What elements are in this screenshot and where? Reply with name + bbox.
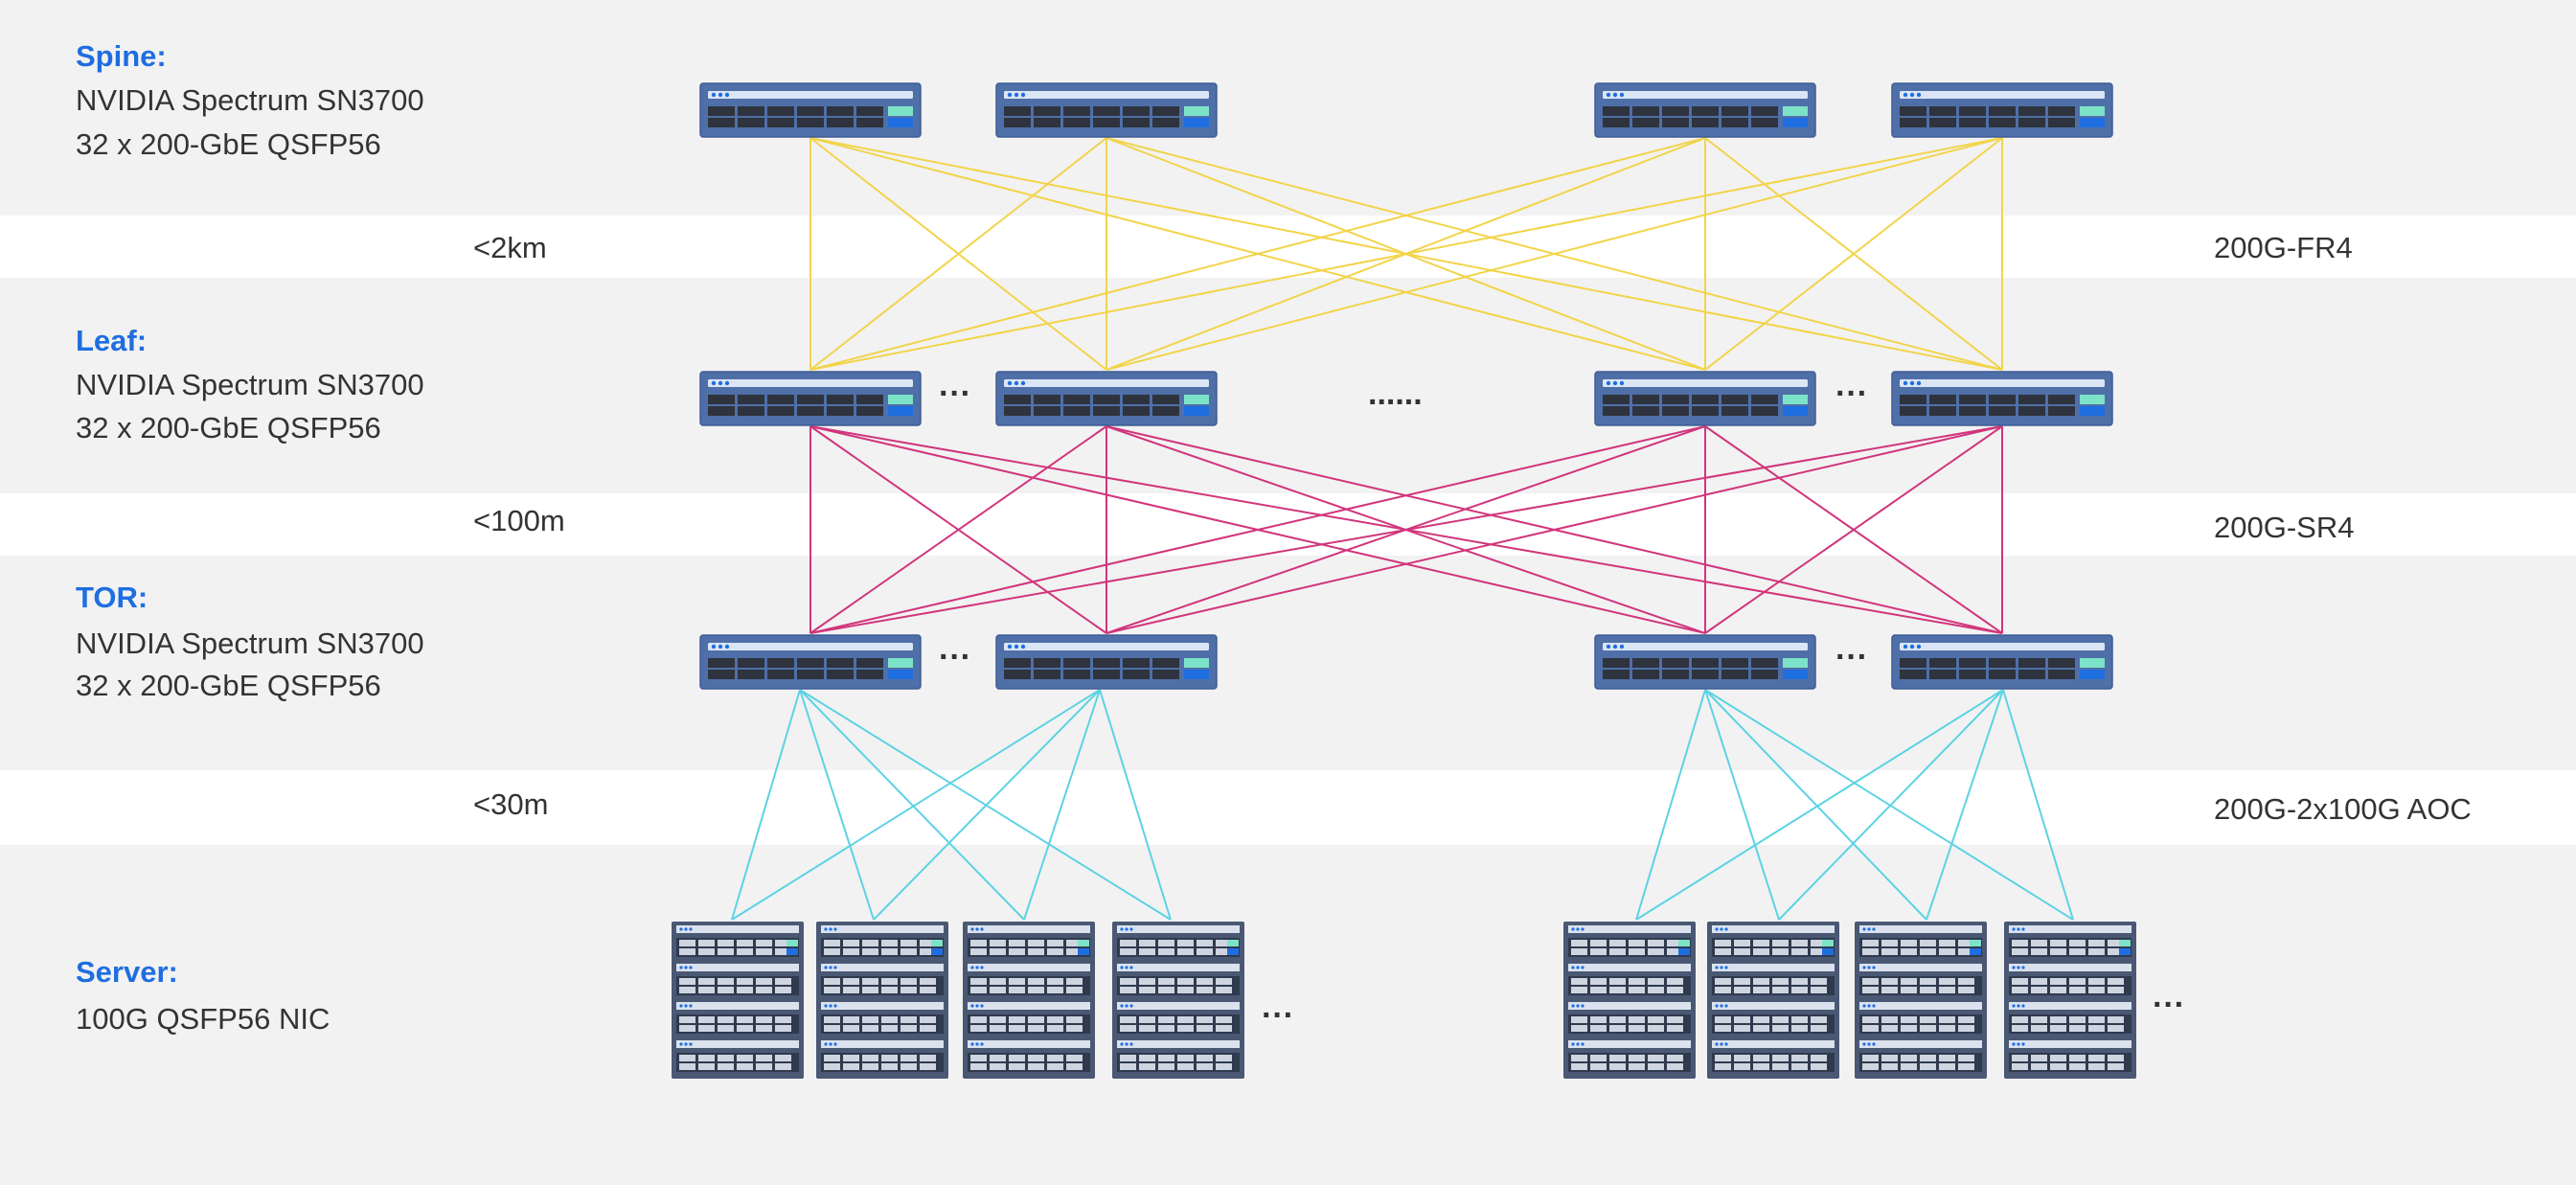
spine-title: Spine: bbox=[76, 39, 167, 73]
spine-leaf-link bbox=[1106, 137, 2003, 371]
leaf-ports: 32 x 200-GbE QSFP56 bbox=[76, 411, 381, 444]
leaf-ellipsis-right: ··· bbox=[1835, 376, 1868, 412]
spine-leaf-distance: <2km bbox=[473, 231, 547, 264]
leaf-switch-2 bbox=[995, 371, 1218, 426]
server-ellipsis-left: ··· bbox=[1262, 997, 1294, 1034]
tor-server-link bbox=[1926, 689, 2004, 921]
tor-server-distance: <30m bbox=[473, 787, 549, 821]
tor-server-link bbox=[1704, 689, 1780, 921]
tor-server-link bbox=[1635, 689, 1706, 921]
server-rack-5 bbox=[1563, 922, 1696, 1079]
tor-server-link bbox=[1023, 689, 1101, 921]
tor-ellipsis-right: ··· bbox=[1835, 639, 1868, 675]
spine-switch-1 bbox=[699, 82, 922, 138]
tor-server-link bbox=[1704, 689, 1927, 921]
server-rack-2 bbox=[816, 922, 948, 1079]
spine-switch-2 bbox=[995, 82, 1218, 138]
leaf-tor-link bbox=[809, 425, 2003, 634]
server-rack-8 bbox=[2004, 922, 2136, 1079]
spine-leaf-module: 200G-FR4 bbox=[2214, 231, 2353, 264]
spine-leaf-link bbox=[809, 137, 1107, 371]
devices-layer bbox=[672, 82, 2136, 1079]
server-rack-4 bbox=[1112, 922, 1244, 1079]
tor-title: TOR: bbox=[76, 581, 148, 614]
leaf-title: Leaf: bbox=[76, 324, 148, 357]
leaf-tor-module: 200G-SR4 bbox=[2214, 511, 2355, 544]
leaf-tor-distance: <100m bbox=[473, 504, 565, 537]
tor-server-link bbox=[731, 689, 1101, 921]
leaf-ellipsis-center: ...... bbox=[1368, 376, 1423, 412]
spine-switch-3 bbox=[1594, 82, 1816, 138]
leaf-tor-link bbox=[1704, 425, 2003, 634]
tor-switch-3 bbox=[1594, 634, 1816, 690]
server-band bbox=[0, 845, 2576, 1185]
links-layer bbox=[731, 137, 2074, 921]
spine-model: NVIDIA Spectrum SN3700 bbox=[76, 83, 424, 117]
server-nic: 100G QSFP56 NIC bbox=[76, 1002, 331, 1036]
leaf-tor-link bbox=[809, 425, 1107, 634]
leaf-switch-1 bbox=[699, 371, 922, 426]
server-rack-6 bbox=[1707, 922, 1839, 1079]
tor-switch-2 bbox=[995, 634, 1218, 690]
tor-ports: 32 x 200-GbE QSFP56 bbox=[76, 669, 381, 702]
tor-server-link bbox=[1099, 689, 1172, 921]
tor-server-link bbox=[1704, 689, 2074, 921]
tor-server-link bbox=[799, 689, 1172, 921]
leaf-tor-link bbox=[1106, 425, 2003, 634]
tor-switch-1 bbox=[699, 634, 922, 690]
server-title: Server: bbox=[76, 955, 178, 989]
leaf-band bbox=[0, 278, 2576, 493]
tor-server-module: 200G-2x100G AOC bbox=[2214, 792, 2472, 826]
server-ellipsis-right: ··· bbox=[2153, 987, 2185, 1023]
spine-leaf-link bbox=[1704, 137, 2003, 371]
spine-leaf-link bbox=[809, 137, 2003, 371]
tor-server-link bbox=[1635, 689, 2004, 921]
tor-server-link bbox=[731, 689, 801, 921]
tor-server-link bbox=[1778, 689, 2004, 921]
tor-ellipsis-left: ··· bbox=[939, 639, 971, 675]
leaf-model: NVIDIA Spectrum SN3700 bbox=[76, 368, 424, 401]
spine-switch-4 bbox=[1891, 82, 2113, 138]
server-rack-1 bbox=[672, 922, 804, 1079]
leaf-ellipsis-left: ··· bbox=[939, 376, 971, 412]
tor-switch-4 bbox=[1891, 634, 2113, 690]
tor-model: NVIDIA Spectrum SN3700 bbox=[76, 627, 424, 660]
spine-ports: 32 x 200-GbE QSFP56 bbox=[76, 127, 381, 161]
leaf-switch-4 bbox=[1891, 371, 2113, 426]
server-rack-7 bbox=[1855, 922, 1987, 1079]
server-rack-3 bbox=[963, 922, 1095, 1079]
tor-server-link bbox=[799, 689, 1025, 921]
tor-server-link bbox=[873, 689, 1101, 921]
tor-server-link bbox=[799, 689, 875, 921]
spine-band bbox=[0, 0, 2576, 216]
leaf-tor-link bbox=[809, 425, 1706, 634]
tor-server-link bbox=[2002, 689, 2074, 921]
ellipsis-layer: ···...... ··· ··· ··· ··· ··· bbox=[939, 376, 2185, 1034]
spine-leaf-link bbox=[809, 137, 1706, 371]
leaf-switch-3 bbox=[1594, 371, 1816, 426]
